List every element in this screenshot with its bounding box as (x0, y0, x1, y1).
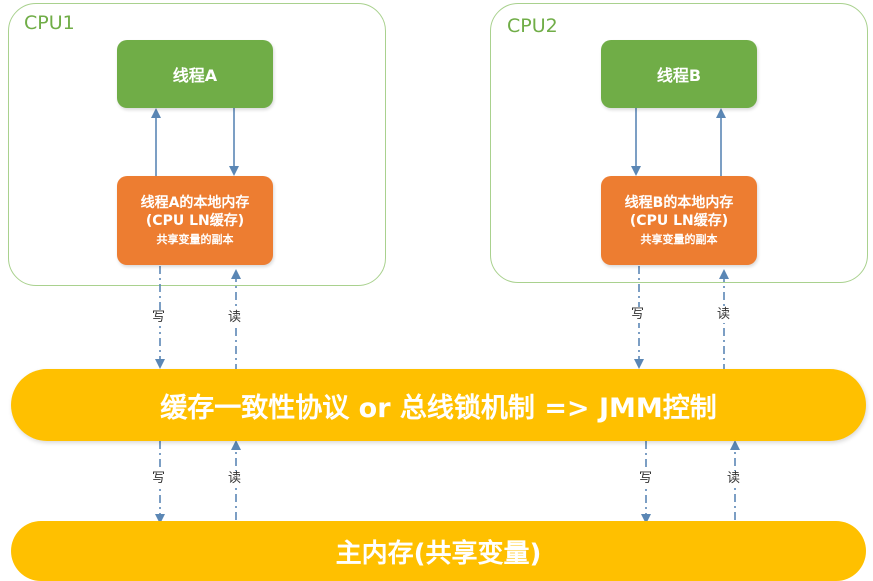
cache-a-subtitle: (CPU LN缓存) (145, 213, 245, 230)
cache-b-note: 共享变量的副本 (640, 232, 718, 246)
cache-a-note: 共享变量的副本 (156, 232, 234, 246)
cache-coherence-bus: 缓存一致性协议 or 总线锁机制 => JMM控制 (11, 369, 866, 441)
cpu2-label: CPU2 (507, 15, 558, 37)
thread-b-local-cache: 线程B的本地内存 (CPU LN缓存) 共享变量的副本 (601, 176, 757, 265)
cpu1-write-label-lower: 写 (151, 471, 167, 487)
cpu2-read-label-upper: 读 (716, 307, 732, 323)
thread-b-box: 线程B (601, 40, 757, 108)
cache-b-subtitle: (CPU LN缓存) (629, 213, 729, 230)
cpu1-read-label-lower: 读 (227, 471, 243, 487)
cache-b-title: 线程B的本地内存 (624, 195, 734, 212)
cpu1-label: CPU1 (24, 12, 75, 34)
thread-a-local-cache: 线程A的本地内存 (CPU LN缓存) 共享变量的副本 (117, 176, 273, 265)
cpu2-write-label-upper: 写 (630, 307, 646, 323)
cpu1-write-label-upper: 写 (151, 310, 167, 326)
thread-a-box: 线程A (117, 40, 273, 108)
cpu2-write-label-lower: 写 (638, 471, 654, 487)
cache-a-title: 线程A的本地内存 (140, 195, 250, 212)
cpu2-read-label-lower: 读 (726, 471, 742, 487)
main-memory-bar: 主内存(共享变量) (11, 521, 866, 581)
cpu1-read-label-upper: 读 (227, 310, 243, 326)
